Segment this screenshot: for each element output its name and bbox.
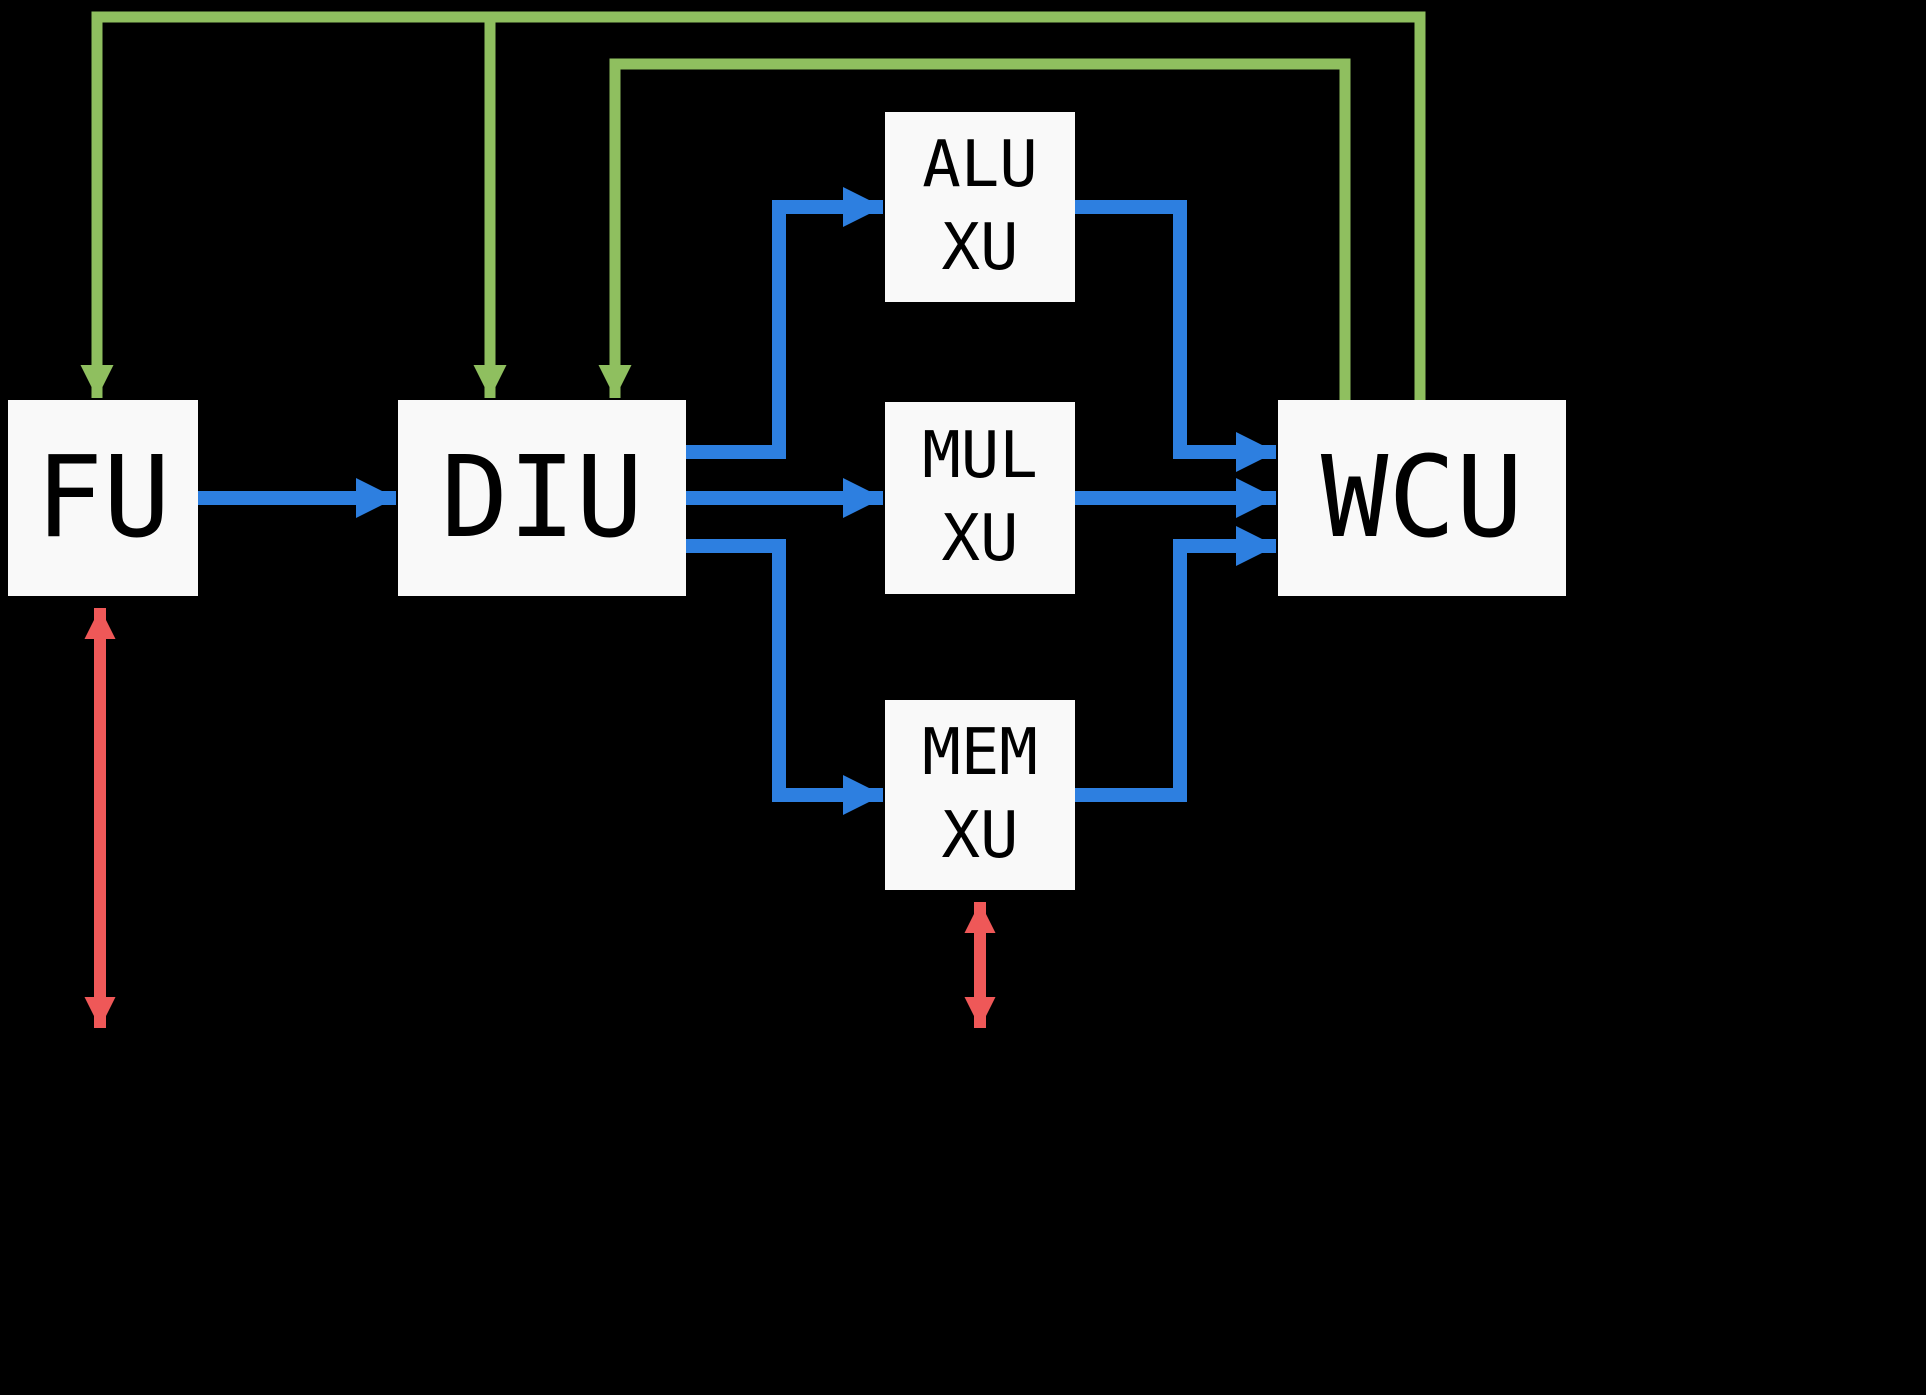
node-fu: FU [8,400,198,596]
feedback-wcu-to-diu-inner [598,58,1351,402]
node-wcu: WCU [1278,400,1566,596]
edge-aluxu-to-wcu [1075,200,1276,472]
node-mem-xu: MEM XU [885,700,1075,890]
edge-diu-to-memxu [686,539,883,815]
edge-memxu-to-wcu [1075,526,1276,802]
node-diu: DIU [398,400,686,596]
edge-diu-to-aluxu [686,187,883,459]
node-mul-xu: MUL XU [885,402,1075,594]
node-alu-xu: ALU XU [885,112,1075,302]
feedback-wcu-to-fu [80,11,1426,402]
